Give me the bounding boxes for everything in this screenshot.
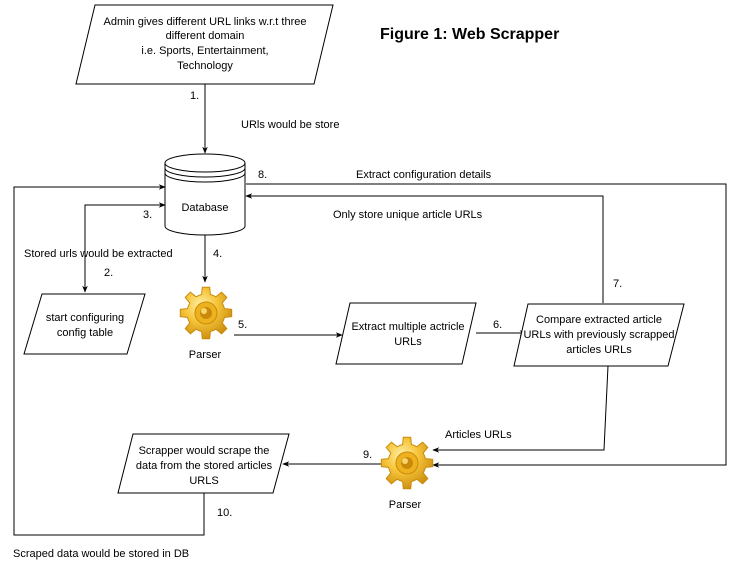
admin-input-line-3: i.e. Sports, Entertainment, [141, 45, 268, 57]
scrapper-node: Scrapper would scrape the data from the … [117, 433, 290, 494]
compare-urls-line-3: articles URLs [566, 344, 632, 356]
edge-6-step: 6. [493, 319, 502, 331]
edge-scrapper-to-database [13, 184, 205, 536]
admin-input-line-1: Admin gives different URL links w.r.t th… [104, 16, 307, 28]
compare-urls-node: Compare extracted article URLs with prev… [513, 303, 685, 367]
compare-urls-line-2: URLs with previously scrapped [523, 329, 674, 341]
parser-top-label: Parser [189, 349, 222, 361]
edge-9-step: 9. [363, 449, 372, 461]
edge-compare-to-parser-bottom [432, 365, 609, 453]
gear-icon [380, 436, 434, 490]
gear-highlight [201, 308, 207, 314]
gear-highlight [402, 458, 408, 464]
edge-2-label: Stored urls would be extracted [24, 248, 173, 260]
parser-top-node: Parser [179, 286, 233, 361]
edge-10-label: Scraped data would be stored in DB [13, 548, 189, 560]
scrapper-line-3: URLS [189, 475, 218, 487]
admin-input-node: Admin gives different URL links w.r.t th… [75, 4, 334, 85]
edge-1-label: URls would be store [241, 119, 339, 131]
edge-8-label: Extract configuration details [356, 169, 492, 181]
database-node: Database [164, 153, 246, 236]
compare-urls-line-1: Compare extracted article [536, 314, 662, 326]
edge-9-label: Articles URLs [445, 429, 512, 441]
edge-database-to-config [82, 202, 166, 293]
edge-3-step: 3. [143, 209, 152, 221]
edge-7-step: 7. [613, 278, 622, 290]
edge-10-step: 10. [217, 507, 232, 519]
scrapper-line-2: data from the stored articles [136, 460, 273, 472]
figure-title: Figure 1: Web Scrapper [380, 26, 559, 43]
config-table-node: start configuring config table [23, 293, 146, 355]
edge-1-step: 1. [190, 90, 199, 102]
edge-4-step: 4. [213, 248, 222, 260]
edge-2-step: 2. [104, 267, 113, 279]
scrapper-line-1: Scrapper would scrape the [139, 445, 270, 457]
edge-7-label: Only store unique article URLs [333, 209, 483, 221]
config-table-line-2: config table [57, 327, 113, 339]
database-label: Database [181, 202, 228, 214]
admin-input-line-2: different domain [166, 30, 245, 42]
extract-urls-line-2: URLs [394, 336, 422, 348]
admin-input-line-4: Technology [177, 60, 233, 72]
edge-compare-to-database [245, 193, 604, 303]
edge-5-step: 5. [238, 319, 247, 331]
parser-bottom-label: Parser [389, 499, 422, 511]
edge-8-step: 8. [258, 169, 267, 181]
edge-database-to-parser-bottom [246, 183, 727, 468]
parser-bottom-node: Parser [380, 436, 434, 511]
extract-urls-node: Extract multiple actricle URLs [335, 302, 477, 365]
gear-icon [179, 286, 233, 340]
extract-urls-line-1: Extract multiple actricle [351, 321, 464, 333]
config-table-line-1: start configuring [46, 312, 124, 324]
